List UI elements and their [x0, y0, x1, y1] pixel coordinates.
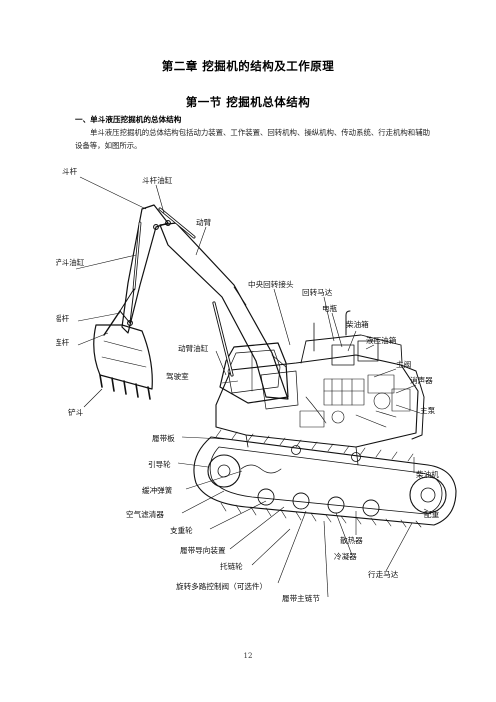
track-outline	[193, 436, 457, 526]
label-lvdaiban: 履带板	[152, 433, 175, 443]
chapter-title: 第二章 挖掘机的结构及工作原理	[161, 59, 335, 73]
label-lvdai-joint: 履带主链节	[282, 593, 320, 603]
sprocket-wheel	[409, 476, 447, 514]
label-huanchong: 缓冲弹簧	[142, 485, 173, 495]
label-dougan-cylinder: 斗杆油缸	[142, 175, 173, 185]
hydraulic-tank	[357, 340, 379, 362]
label-chandou-cylinder: 铲斗油缸	[56, 257, 85, 267]
rocker-link	[119, 288, 135, 324]
label-chandou: 铲斗	[68, 407, 84, 417]
label-dongbi-cylinder: 动臂油缸	[178, 343, 209, 353]
label-xingzou-motor: 行走马达	[368, 569, 399, 579]
boom	[159, 222, 289, 400]
engine-hood	[300, 334, 403, 364]
label-zhichenglun: 支重轮	[170, 525, 193, 535]
label-kongqi: 空气滤清器	[126, 509, 164, 519]
bucket	[93, 324, 153, 390]
label-lianggan: 连杆	[56, 337, 70, 347]
body-paragraph: 单斗液压挖掘机的总体结构包括动力装置、工作装置、回转机构、操纵机构、传动系统、行…	[75, 128, 430, 150]
page-number: 12	[243, 652, 253, 660]
label-huizhuan-motor: 回转马达	[302, 287, 333, 297]
idler-wheel	[207, 454, 241, 488]
label-zhongyang: 中央回转接头	[248, 279, 294, 289]
label-chaiyouxiang: 柴油箱	[346, 319, 369, 329]
counterweight	[400, 364, 425, 440]
connecting-link	[103, 310, 121, 336]
label-lengningqi: 冷凝器	[334, 551, 357, 561]
label-dongbi: 动臂	[196, 217, 212, 227]
label-yindaolun: 引导轮	[148, 459, 171, 469]
excavator-diagram: 斗杆 斗杆油缸 动臂 铲斗油缸 中央回转接头 回转马达 电瓶 柴油箱 液压油箱 …	[56, 166, 457, 603]
label-xiaoshengqi: 消声器	[410, 375, 433, 385]
label-chaiyouji: 柴油机	[416, 469, 439, 479]
arm	[121, 204, 169, 334]
label-dianping: 电瓶	[322, 303, 338, 313]
label-yaogan: 摇杆	[56, 313, 70, 323]
section-title: 第一节 挖掘机总体结构	[185, 95, 311, 109]
fuel-tank	[331, 344, 355, 366]
carrier-rollers	[291, 445, 361, 462]
label-lvdai-guide: 履带导向装置	[180, 545, 226, 555]
engine-internals	[299, 374, 411, 428]
label-dougan: 斗杆	[62, 166, 78, 176]
track-shoes	[215, 429, 422, 528]
label-peizhong: 配重	[424, 510, 440, 519]
label-tuolianlun: 托链轮	[220, 561, 243, 571]
label-yeyaxiang: 液压油箱	[366, 335, 397, 345]
muffler-pipe	[345, 310, 351, 336]
label-sanreqi: 散热器	[340, 535, 363, 545]
upper-body	[215, 354, 419, 448]
track-inner	[209, 446, 443, 515]
label-zhufa: 主阀	[396, 359, 411, 369]
label-xuanzhuan-valve: 旋转多路控制阀（可选件）	[176, 581, 267, 591]
label-zhubeng: 主泵	[420, 405, 436, 415]
label-jiashishi: 驾驶室	[166, 371, 189, 381]
subheading: 一、单斗液压挖掘机的总体结构	[75, 115, 182, 124]
road-rollers	[257, 488, 380, 517]
